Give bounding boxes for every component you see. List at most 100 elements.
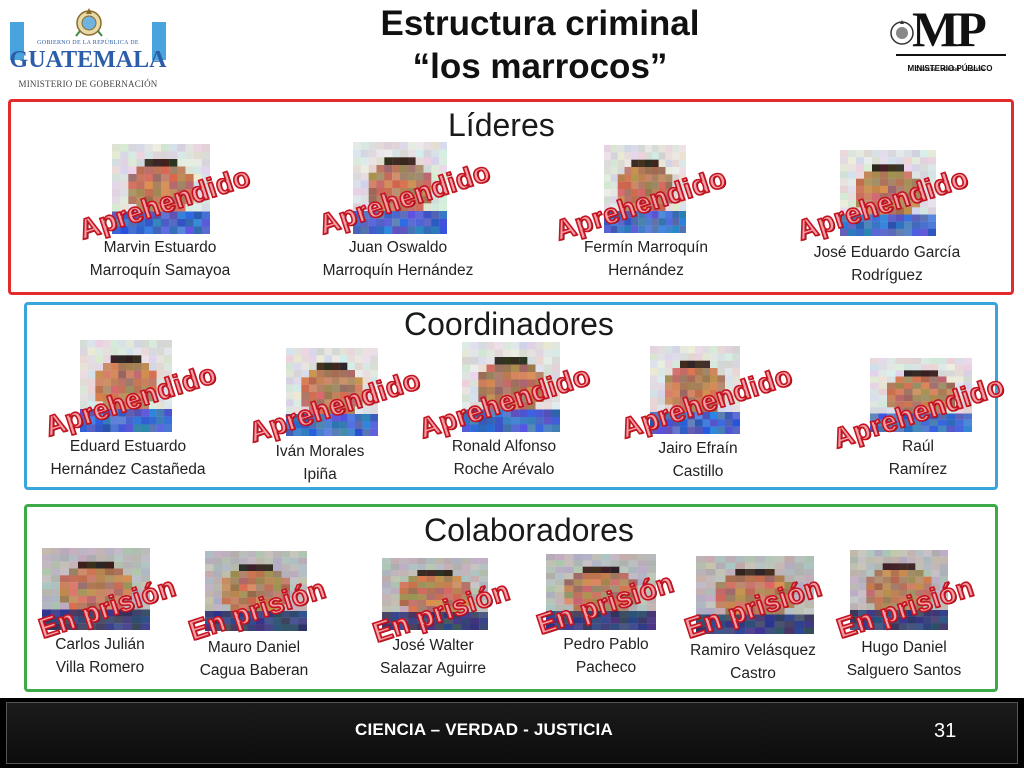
pixelated-portrait	[112, 144, 210, 234]
name-line-2: Roche Arévalo	[453, 461, 555, 478]
person-photo	[353, 142, 447, 234]
pixelated-portrait	[286, 348, 378, 436]
person-name: Iván Morales Ipiña	[256, 440, 384, 486]
name-line-2: Castillo	[672, 463, 724, 480]
name-line-2: Castro	[730, 665, 776, 682]
person-photo	[286, 348, 378, 436]
pixelated-portrait	[650, 346, 740, 434]
person-photo	[382, 558, 488, 630]
person-name: Ramiro Velásquez Castro	[676, 639, 830, 685]
slide-title: Estructura criminal “los marrocos”	[290, 2, 790, 88]
pixelated-portrait	[850, 550, 948, 630]
logo-guatemala-text: GUATEMALA	[9, 47, 167, 73]
pixelated-portrait	[382, 558, 488, 630]
person-name: Hugo Daniel Salguero Santos	[834, 636, 974, 682]
group-coordinadores	[24, 302, 998, 490]
name-line-1: Eduard Estuardo	[69, 438, 187, 455]
pixelated-portrait	[205, 551, 307, 631]
name-line-2: Marroquín Hernández	[322, 262, 474, 279]
person-photo	[850, 550, 948, 630]
name-line-1: Pedro Pablo	[563, 636, 649, 653]
name-line-1: José Eduardo García	[813, 244, 961, 261]
logo-ministry-text: MINISTERIO DE GOBERNACIÓN	[18, 79, 158, 89]
section-title-lideres: Líderes	[448, 107, 555, 143]
pixelated-portrait	[353, 142, 447, 234]
person-name: Raúl Ramírez	[864, 435, 972, 481]
name-line-1: Ronald Alfonso	[451, 438, 557, 455]
name-line-1: Carlos Julián	[55, 636, 145, 653]
name-line-1: José Walter	[392, 637, 474, 654]
name-line-2: Hernández	[608, 262, 684, 279]
person-name: Ronald Alfonso Roche Arévalo	[434, 435, 574, 481]
pixelated-portrait	[840, 150, 936, 236]
group-colaboradores	[24, 504, 998, 692]
flag-stripe-right	[152, 22, 166, 60]
pixelated-portrait	[42, 548, 150, 630]
name-line-1: Marvin Estuardo	[103, 239, 217, 256]
name-line-2: Pacheco	[575, 659, 637, 676]
person-photo	[604, 145, 686, 233]
person-photo	[696, 556, 814, 634]
person-name: José Walter Salazar Aguirre	[362, 634, 504, 680]
mp-letters: MP	[912, 1, 987, 57]
coat-of-arms-icon	[75, 8, 103, 37]
person-name: Marvin Estuardo Marroquín Samayoa	[60, 236, 260, 282]
mp-motto-text: Ciencia · Verdad · Justicia	[915, 67, 985, 73]
footer-bar: CIENCIA – VERDAD - JUSTICIA 31	[0, 698, 1024, 768]
footer-frame	[6, 702, 1018, 764]
name-line-1: Juan Oswaldo	[348, 239, 448, 256]
title-line-2: “los marrocos”	[412, 47, 668, 86]
logo-small-text: GOBIERNO DE LA REPÚBLICA DE	[37, 40, 139, 46]
name-line-1: Jairo Efraín	[658, 440, 738, 457]
group-lideres	[8, 99, 1014, 295]
person-name: Pedro Pablo Pacheco	[546, 633, 666, 679]
person-photo	[870, 358, 972, 432]
name-line-1: Raúl	[902, 438, 934, 455]
name-line-2: Hernández Castañeda	[50, 461, 206, 478]
person-name: José Eduardo García Rodríguez	[786, 241, 988, 287]
person-name: Juan Oswaldo Marroquín Hernández	[296, 236, 500, 282]
guatemala-ministry-logo: GOBIERNO DE LA REPÚBLICA DE GUATEMALA MI…	[8, 6, 168, 92]
section-title-colaboradores: Colaboradores	[424, 512, 634, 548]
person-photo	[42, 548, 150, 630]
person-name: Mauro Daniel Cagua Baberan	[186, 636, 322, 682]
page-number: 31	[934, 720, 957, 742]
name-line-1: Mauro Daniel	[207, 639, 301, 656]
person-photo	[840, 150, 936, 236]
name-line-2: Marroquín Samayoa	[89, 262, 231, 279]
section-title-coordinadores: Coordinadores	[404, 306, 614, 342]
flag-stripe-left	[10, 22, 24, 60]
person-name: Jairo Efraín Castillo	[640, 437, 756, 483]
mp-name-text: MINISTERIO PÚBLICO	[907, 64, 993, 73]
pixelated-portrait	[696, 556, 814, 634]
name-line-2: Cagua Baberan	[199, 662, 309, 679]
name-line-1: Fermín Marroquín	[583, 239, 709, 256]
pixelated-portrait	[604, 145, 686, 233]
logo-divider	[896, 54, 1006, 56]
name-line-1: Hugo Daniel	[861, 639, 947, 656]
name-line-2: Ramírez	[888, 461, 948, 478]
pixelated-portrait	[462, 342, 560, 432]
name-line-2: Rodríguez	[851, 267, 923, 284]
person-name: Eduard Estuardo Hernández Castañeda	[30, 435, 226, 481]
title-line-1: Estructura criminal	[380, 4, 700, 43]
name-line-2: Salguero Santos	[846, 662, 962, 679]
seal-icon	[890, 20, 914, 45]
pixelated-portrait	[870, 358, 972, 432]
pixelated-portrait	[546, 554, 656, 630]
name-line-2: Salazar Aguirre	[380, 660, 486, 677]
name-line-1: Ramiro Velásquez	[690, 642, 816, 659]
person-photo	[205, 551, 307, 631]
person-photo	[650, 346, 740, 434]
name-line-2: Villa Romero	[55, 659, 145, 676]
person-name: Fermín Marroquín Hernández	[554, 236, 738, 282]
person-photo	[80, 340, 172, 432]
person-photo	[462, 342, 560, 432]
ministerio-publico-logo: MP MINISTERIO PÚBLICO Ciencia · Verdad ·…	[888, 1, 1008, 76]
person-name: Carlos Julián Villa Romero	[36, 633, 164, 679]
person-photo	[112, 144, 210, 234]
footer-motto: CIENCIA – VERDAD - JUSTICIA	[355, 720, 613, 739]
name-line-2: Ipiña	[303, 466, 337, 483]
person-photo	[546, 554, 656, 630]
pixelated-portrait	[80, 340, 172, 432]
